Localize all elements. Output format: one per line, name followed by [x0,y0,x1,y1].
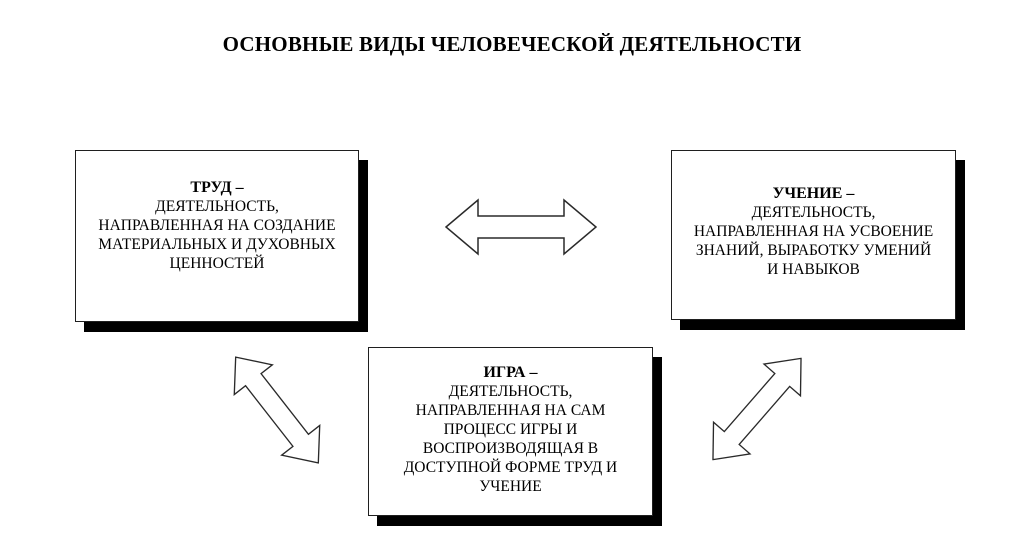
box-heading-igra: ИГРА – [483,364,538,381]
box-body-igra: ДЕЯТЕЛЬНОСТЬ, НАПРАВЛЕННАЯ НА САМ ПРОЦЕС… [403,383,618,495]
activity-box-uchenie: УЧЕНИЕ – ДЕЯТЕЛЬНОСТЬ, НАПРАВЛЕННАЯ НА У… [671,150,956,320]
box-heading-uchenie: УЧЕНИЕ – [772,185,855,202]
box-body-trud: ДЕЯТЕЛЬНОСТЬ, НАПРАВЛЕННАЯ НА СОЗДАНИЕ М… [98,198,336,272]
double-arrow-horizontal-icon [445,198,597,256]
box-heading-trud: ТРУД – [190,179,244,196]
double-arrow-diagonal-left-icon [215,340,340,479]
activity-box-trud: ТРУД – ДЕЯТЕЛЬНОСТЬ, НАПРАВЛЕННАЯ НА СОЗ… [75,150,359,322]
box-body-uchenie: ДЕЯТЕЛЬНОСТЬ, НАПРАВЛЕННАЯ НА УСВОЕНИЕ З… [693,204,934,278]
double-arrow-diagonal-right-icon [693,341,821,478]
activity-box-igra: ИГРА – ДЕЯТЕЛЬНОСТЬ, НАПРАВЛЕННАЯ НА САМ… [368,347,653,516]
diagram-title: ОСНОВНЫЕ ВИДЫ ЧЕЛОВЕЧЕСКОЙ ДЕЯТЕЛЬНОСТИ [222,32,802,56]
